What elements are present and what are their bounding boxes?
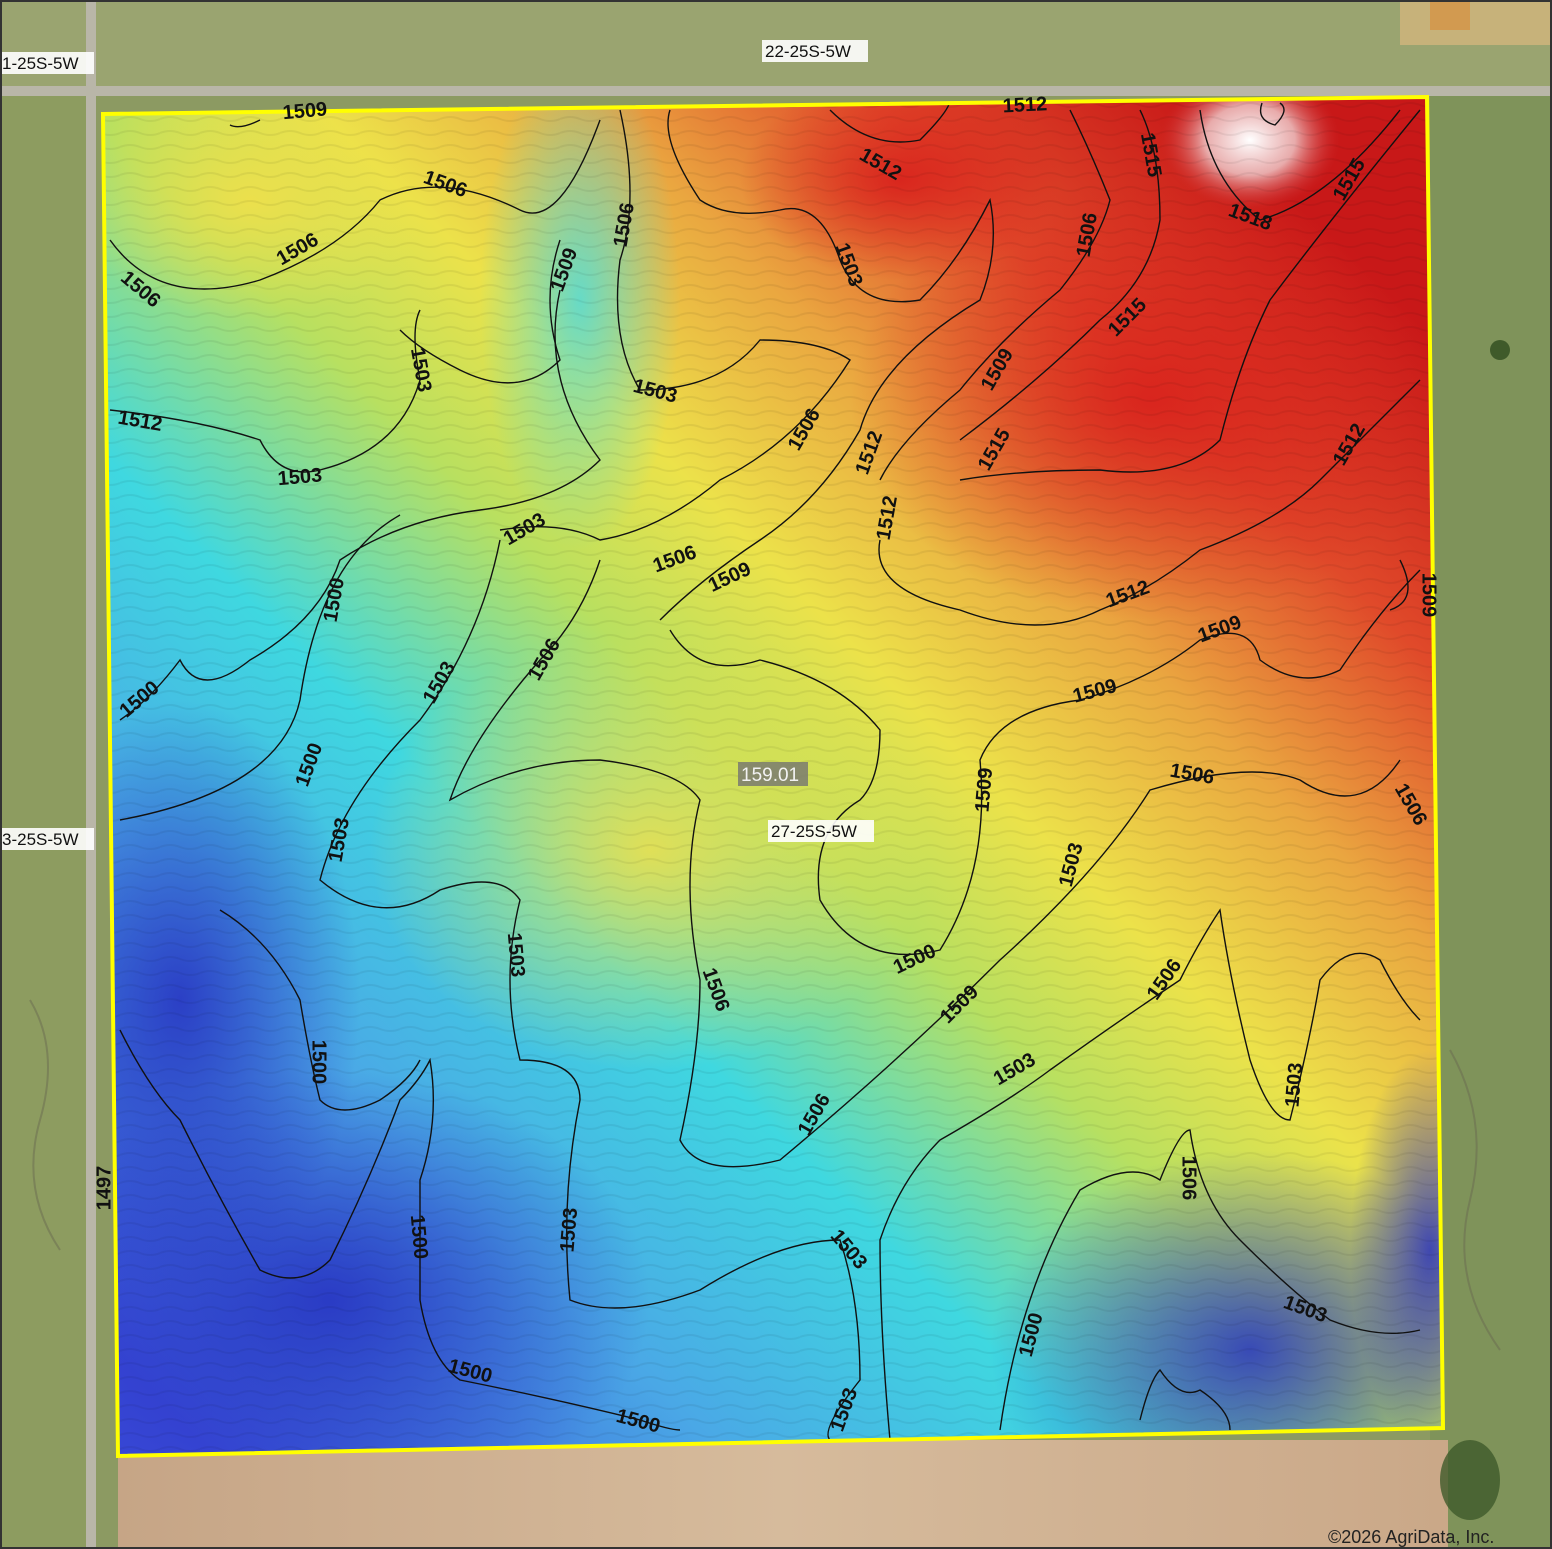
contour-label-1509: 1509 [1418,573,1440,618]
road-horizontal [0,86,1552,96]
section-label-center: 27-25S-5W [768,820,874,842]
acreage-value: 159.01 [741,765,799,786]
section-label-n: 22-25S-5W [762,40,868,62]
field-boundary[interactable] [100,94,1446,1459]
road-vertical [86,0,96,1549]
elevation-surface [103,97,1443,1456]
contour-lines [109,99,1421,1441]
section-label-w: 3-25S-5W [0,828,94,850]
contour-label-1497: 1497 [93,1166,115,1211]
section-label-nw-text: 1-25S-5W [2,54,79,73]
contour-label-1509: 1509 [282,98,328,124]
contour-label-1500: 1500 [308,1040,330,1085]
contour-label-1500: 1500 [406,1214,432,1260]
contour-label-1503: 1503 [503,932,529,978]
acreage-label: 159.01 [738,762,808,786]
section-label-w-text: 3-25S-5W [2,830,79,849]
contour-label-1503: 1503 [277,464,323,490]
section-label-n-text: 22-25S-5W [765,42,851,61]
contour-label-1503: 1503 [1281,1062,1307,1108]
contour-label-1503: 1503 [556,1207,582,1253]
copyright-text: ©2026 AgriData, Inc. [1328,1527,1494,1547]
section-label-center-text: 27-25S-5W [771,822,857,841]
contour-label-1509: 1509 [971,767,997,813]
contour-label-1506: 1506 [1178,1156,1200,1201]
section-label-nw: 1-25S-5W [0,52,94,74]
contour-label-1512: 1512 [1002,93,1048,117]
